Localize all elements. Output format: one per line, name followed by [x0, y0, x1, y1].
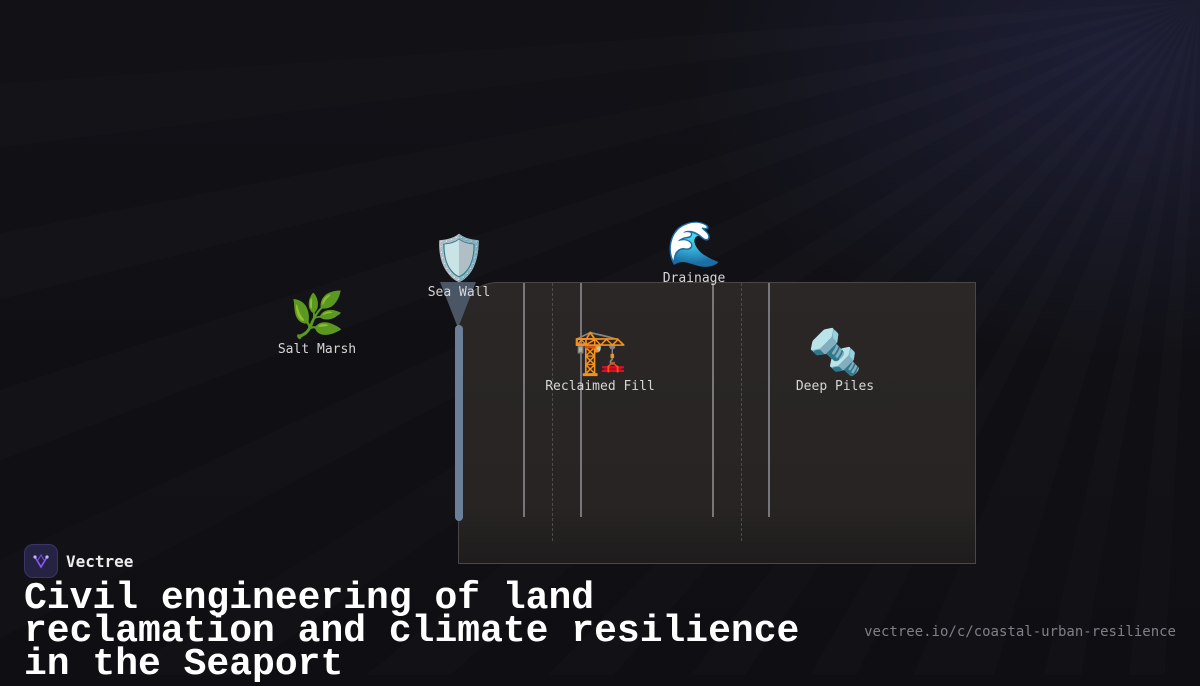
node-label: Sea Wall: [427, 285, 491, 300]
wave-icon: 🌊: [666, 219, 722, 270]
vectree-logo-icon: [24, 544, 58, 578]
node-label: Deep Piles: [795, 379, 875, 394]
node-deep-piles: 🔩 Deep Piles: [795, 327, 875, 395]
node-reclaimed-fill: 🏗️ Reclaimed Fill: [545, 327, 655, 395]
crane-icon: 🏗️: [572, 327, 628, 378]
page-title: Civil engineering of land reclamation an…: [24, 577, 800, 686]
node-drainage: 🌊 Drainage: [662, 219, 726, 287]
reclaimed-land-block: [458, 282, 976, 564]
pile-line: [523, 283, 525, 517]
pile-dashed-line: [552, 283, 553, 541]
source-url[interactable]: vectree.io/c/coastal-urban-resilience: [864, 624, 1176, 640]
pile-line: [712, 283, 714, 517]
sea-wall-cap: [440, 282, 476, 328]
node-sea-wall: 🛡️ Sea Wall: [427, 233, 491, 301]
pile-line: [580, 283, 582, 517]
brand-name: Vectree: [66, 551, 134, 571]
node-label: Drainage: [662, 271, 726, 286]
brand: Vectree: [24, 544, 133, 578]
pile-dashed-line: [741, 283, 742, 541]
shield-icon: 🛡️: [431, 233, 487, 284]
nut-and-bolt-icon: 🔩: [807, 327, 863, 378]
herb-icon: 🌿: [289, 290, 345, 341]
node-salt-marsh: 🌿 Salt Marsh: [277, 290, 357, 358]
node-label: Salt Marsh: [277, 342, 357, 357]
sea-wall-bar: [455, 325, 463, 521]
pile-line: [768, 283, 770, 517]
node-label: Reclaimed Fill: [545, 379, 655, 394]
